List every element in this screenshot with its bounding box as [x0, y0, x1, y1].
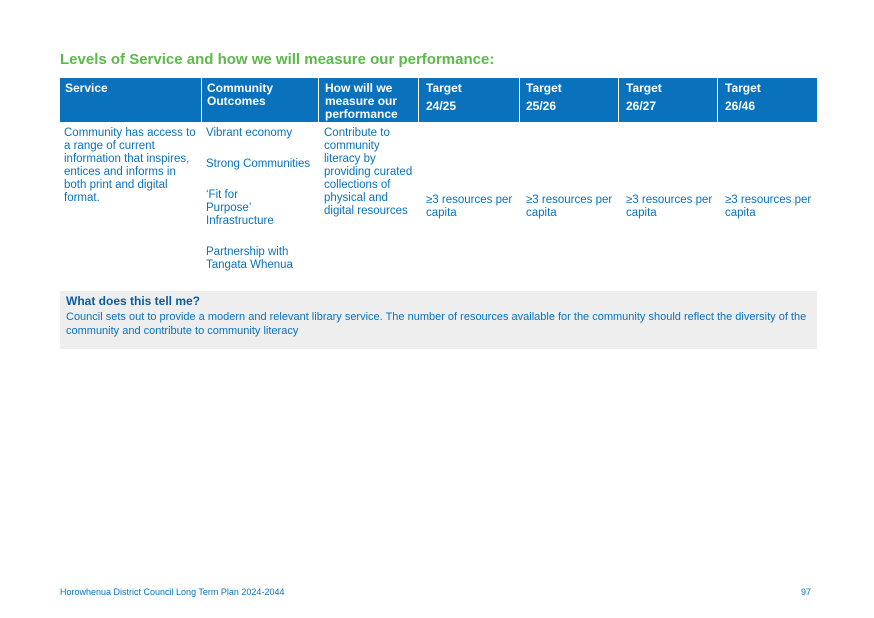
header-target-2526: Target 25/26 [526, 81, 562, 113]
header-divider [717, 78, 718, 122]
measure-cell: Contribute to community literacy by prov… [324, 127, 413, 217]
header-divider [318, 78, 319, 122]
table-header-row: Service Community Outcomes How will we m… [60, 78, 817, 122]
target-cell-2526: ≥3 resources per capita [526, 194, 613, 219]
header-target-2646: Target 26/46 [725, 81, 761, 113]
header-community-outcomes: Community Outcomes [207, 81, 273, 108]
header-divider [519, 78, 520, 122]
header-measure: How will we measure our performance [325, 81, 398, 121]
outcomes-cell: Vibrant economy Strong Communities ‘Fit … [206, 127, 314, 272]
page-title: Levels of Service and how we will measur… [60, 51, 495, 68]
header-target-2425: Target 24/25 [426, 81, 462, 113]
header-service: Service [65, 81, 108, 95]
outcome-item: Partnership with Tangata Whenua [206, 246, 293, 271]
note-heading: What does this tell me? [66, 294, 201, 308]
service-cell: Community has access to a range of curre… [64, 127, 196, 204]
target-cell-2627: ≥3 resources per capita [626, 194, 713, 219]
outcome-item: Vibrant economy [206, 127, 293, 139]
target-cell-2425: ≥3 resources per capita [426, 194, 513, 219]
footer-document-title: Horowhenua District Council Long Term Pl… [60, 587, 285, 597]
header-target-2627: Target 26/27 [626, 81, 662, 113]
target-cell-2646: ≥3 resources per capita [725, 194, 812, 219]
header-divider [201, 78, 202, 122]
note-text: Council sets out to provide a modern and… [66, 311, 807, 337]
outcome-item: ‘Fit for Purpose’ Infrastructure [206, 189, 274, 227]
table-row: Community has access to a range of curre… [60, 122, 817, 282]
outcome-item: Strong Communities [206, 158, 311, 170]
header-divider [618, 78, 619, 122]
what-does-this-tell-me-box: What does this tell me? Council sets out… [60, 291, 817, 349]
header-divider [418, 78, 419, 122]
page-number: 97 [800, 587, 811, 597]
levels-of-service-table: Service Community Outcomes How will we m… [60, 78, 817, 282]
